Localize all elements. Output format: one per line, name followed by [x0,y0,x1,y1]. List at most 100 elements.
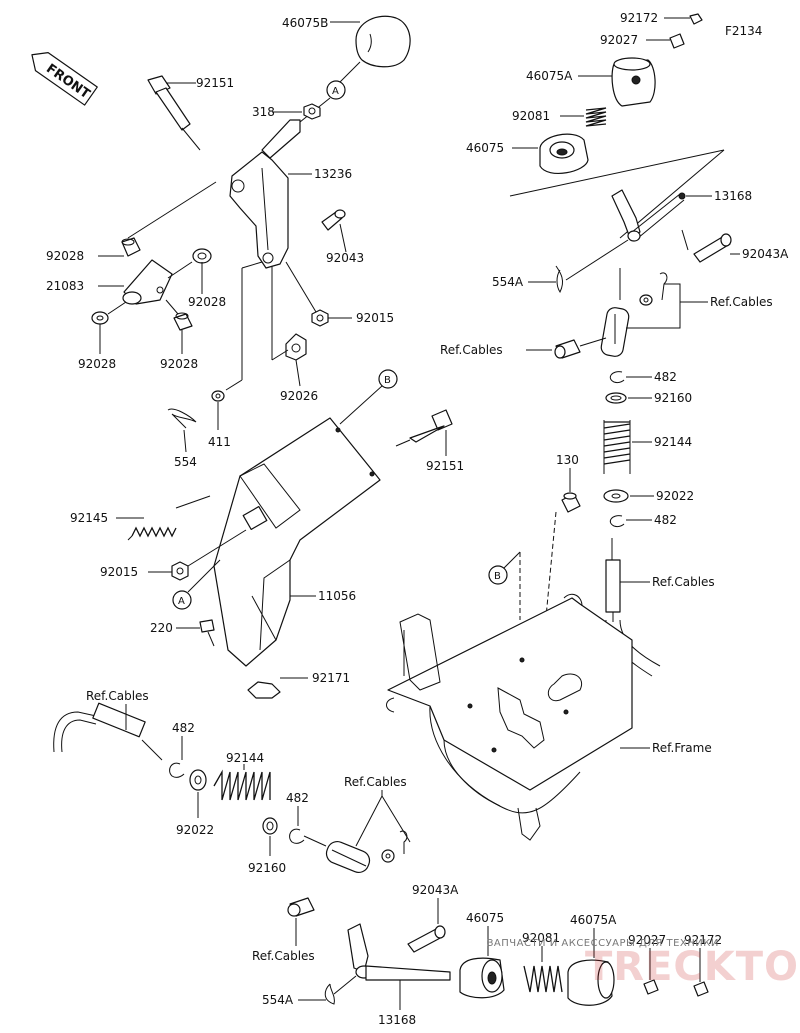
label-92160-bm: 92160 [248,861,286,875]
washer-92022-r [603,489,629,503]
clip-bottom-small [399,830,408,854]
label-92028-a: 92028 [46,249,84,263]
clip-554A-top [555,265,563,293]
spring-92144-bl [213,769,271,801]
frame [386,593,633,841]
svg-text:A: A [178,596,185,607]
label-refcables-bl: Ref.Cables [86,689,149,703]
watermark-text: ЗАПЧАСТИ И АКСЕССУАРЫ ДЛЯ ТЕХНИКИ [487,938,719,949]
nut-92015-mid [171,561,189,581]
label-13168-top: 13168 [714,189,752,203]
label-92144-r: 92144 [654,435,692,449]
front-arrow-icon: FRONT [31,52,98,106]
label-92027-b: 92027 [628,933,666,947]
grommet-130 [561,492,581,513]
bolt-92172-b [693,981,709,997]
label-482-r1: 482 [654,370,677,384]
bolt-92151-top [147,75,201,151]
label-refcables-r1: Ref.Cables [710,295,773,309]
washer-411 [211,390,225,402]
cap-46075A-b [567,959,615,1006]
label-92172-top: 92172 [620,11,658,25]
nut-92015-top [311,309,329,327]
label-refcables-r2: Ref.Cables [440,343,503,357]
washer-bottom-small [381,849,395,863]
diagram-id: F2134 [725,24,762,38]
collar-92160-bm [262,817,278,835]
label-11056: 11056 [318,589,356,603]
screw-220 [199,619,215,647]
label-13168-b: 13168 [378,1013,416,1027]
label-92015-top: 92015 [356,311,394,325]
arm-13168-top [611,189,686,242]
cable-end-bottom-left [53,702,163,761]
lever-13236 [229,119,301,269]
label-92028-b: 92028 [188,295,226,309]
label-92028-d: 92028 [160,357,198,371]
spring-92081-top [585,107,607,127]
eclip-482-r1 [609,371,625,384]
washer-92027-top [669,33,685,49]
label-46075B: 46075B [282,16,328,30]
callout-b-right: B [488,565,508,585]
spring-92081-b [523,965,563,993]
label-411: 411 [208,435,231,449]
bolt-92172-top [689,13,703,25]
nut-318 [303,103,321,120]
label-13236: 13236 [314,167,352,181]
link-right [600,307,630,357]
grip-46075-b [459,957,505,999]
label-92028-c: 92028 [78,357,116,371]
callout-a-mid: A [172,590,192,610]
label-554A-b: 554A [262,993,294,1007]
washer-92022-bl [189,769,207,791]
label-92151-top: 92151 [196,76,234,90]
label-130: 130 [556,453,579,467]
label-92081-top: 92081 [512,109,550,123]
svg-text:B: B [494,571,501,582]
clip-right-small [659,272,668,301]
label-220: 220 [150,621,173,635]
pin-92043A-top [693,233,732,263]
bushing-92028-d [173,312,193,331]
bushing-92028-a [121,237,141,257]
eclip-482-bm [289,828,305,844]
eclip-482-r2 [609,515,625,528]
bracket-11056 [213,417,381,667]
label-refcables-bb: Ref.Cables [252,949,315,963]
callout-a-top: A [326,80,346,100]
link-bottom [325,840,371,874]
label-318: 318 [252,105,275,119]
label-554: 554 [174,455,197,469]
clip-554A-b [324,983,335,1005]
label-refframe: Ref.Frame [652,741,712,755]
washer-right-small [639,294,653,306]
washer-92028-c [91,311,109,325]
label-21083: 21083 [46,279,84,293]
label-92026: 92026 [280,389,318,403]
watermark-logo: TRECKTOK.RU [585,944,800,990]
clip-554 [167,408,197,429]
svg-text:B: B [384,375,391,386]
label-92015-mid: 92015 [100,565,138,579]
label-92043A-b: 92043A [412,883,459,897]
label-92043A-top: 92043A [742,247,789,261]
pin-ref-cables-r [554,339,581,359]
grip-46075-top [539,133,589,174]
label-92027-top: 92027 [600,33,638,47]
label-92151-mid: 92151 [426,459,464,473]
label-46075-top: 46075 [466,141,504,155]
collar-92160-r [605,392,627,404]
shaft-21083 [122,259,173,305]
label-92171: 92171 [312,671,350,685]
washer-92027-b [643,979,659,995]
label-92081-b: 92081 [522,931,560,945]
bolt-92151-mid [395,409,453,447]
label-554A-top: 554A [492,275,524,289]
label-482-bl: 482 [172,721,195,735]
label-46075A-top: 46075A [526,69,573,83]
label-482-bm: 482 [286,791,309,805]
callout-b-left: B [378,369,398,389]
clamp-92171 [247,681,281,699]
